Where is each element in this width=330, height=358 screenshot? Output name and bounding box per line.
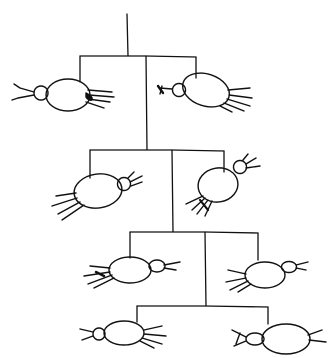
level-3-center-stem bbox=[204, 231, 207, 307]
specimen-l3-right bbox=[225, 260, 309, 293]
root-stem bbox=[126, 13, 129, 57]
specimen-l2-right bbox=[185, 153, 261, 217]
level-2-center-stem bbox=[171, 149, 174, 233]
specimen-l2-left bbox=[51, 171, 143, 221]
level-3-bracket bbox=[129, 231, 259, 234]
specimen-l1-right bbox=[156, 72, 253, 113]
level-2-bracket bbox=[89, 149, 225, 152]
level-1-center-stem bbox=[145, 55, 148, 151]
specimen-l4-left bbox=[79, 320, 167, 349]
level-1-bracket bbox=[79, 55, 197, 58]
specimen-l1-left bbox=[11, 78, 115, 112]
connector-lines bbox=[79, 13, 269, 325]
level-4-bracket bbox=[136, 305, 269, 308]
specimen-l4-right bbox=[231, 323, 327, 355]
specimen-l3-left bbox=[83, 256, 181, 289]
